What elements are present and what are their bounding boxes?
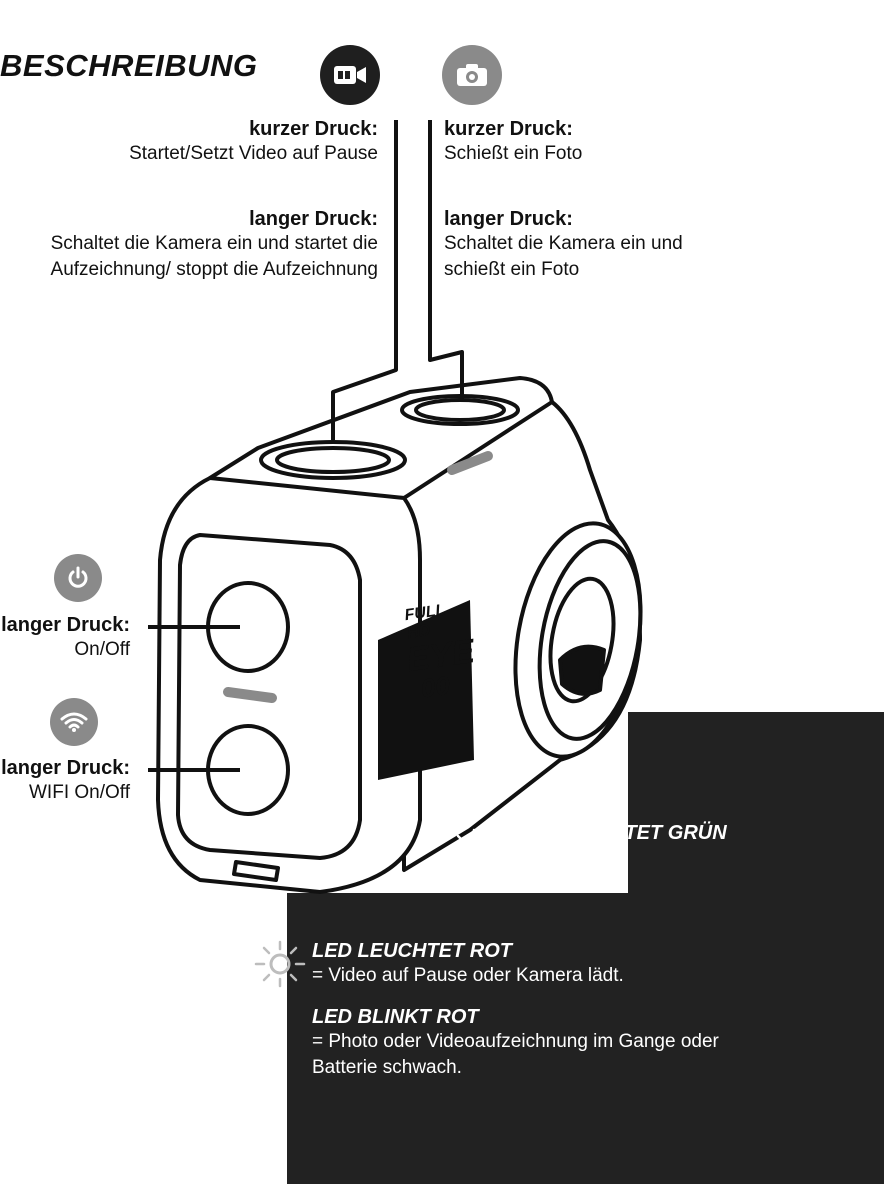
video-camera-icon [334,66,366,84]
led-green-title: LED LEUCHTET GRÜN [510,822,727,844]
photo-button-description: kurzer Druck: Schießt ein Foto [444,118,844,167]
photo-long-line1: Schaltet die Kamera ein und [444,233,683,254]
led-blink-line2: Batterie schwach. [312,1057,462,1078]
photo-short-title: kurzer Druck: [444,118,573,140]
led-green-description: LED LEUCHTET GRÜN = Kamera ein [510,822,870,871]
video-button-description: kurzer Druck: Startet/Setzt Video auf Pa… [10,118,378,167]
photo-button-indicator [442,45,502,105]
video-long-line1: Schaltet die Kamera ein und startet die [50,233,378,254]
power-button-indicator [54,554,102,602]
video-long-line2: Aufzeichnung/ stoppt die Aufzeichnung [50,259,378,280]
led-info-panel-top [628,712,884,902]
photo-button-long-description: langer Druck: Schaltet die Kamera ein un… [444,208,844,283]
power-icon [68,566,88,588]
wifi-button-description: langer Druck: WIFI On/Off [0,757,130,806]
led-sun-icon [254,940,306,988]
wifi-title: langer Druck: [1,757,130,779]
photo-long-line2: schießt ein Foto [444,259,580,280]
led-green-text: = Kamera ein [510,847,624,868]
led-red-blink-description: LED BLINKT ROT = Photo oder Videoaufzeic… [312,1006,872,1081]
video-button-long-description: langer Druck: Schaltet die Kamera ein un… [0,208,378,283]
video-long-title: langer Druck: [249,208,378,230]
photo-short-text: Schießt ein Foto [444,143,583,164]
led-red-text: = Video auf Pause oder Kamera lädt. [312,965,624,986]
camera-branding: FULL HD EYE 00 [380,598,482,706]
page-title: BESCHREIBUNG [0,48,258,83]
led-blink-line1: = Photo oder Videoaufzeichnung im Gange … [312,1031,719,1052]
led-blink-title: LED BLINKT ROT [312,1006,479,1028]
wifi-button-indicator [50,698,98,746]
video-button-indicator [320,45,380,105]
video-short-text: Startet/Setzt Video auf Pause [129,143,378,164]
led-info-panel [287,893,884,1184]
wifi-text: WIFI On/Off [29,782,130,803]
photo-long-title: langer Druck: [444,208,573,230]
power-text: On/Off [74,639,130,660]
led-red-description: LED LEUCHTET ROT = Video auf Pause oder … [312,940,872,989]
photo-camera-icon [457,64,487,86]
led-red-title: LED LEUCHTET ROT [312,940,512,962]
power-title: langer Druck: [1,614,130,636]
wifi-icon [60,712,88,732]
led-sun-icon [448,828,500,876]
power-button-description: langer Druck: On/Off [0,614,130,663]
video-short-title: kurzer Druck: [249,118,378,140]
